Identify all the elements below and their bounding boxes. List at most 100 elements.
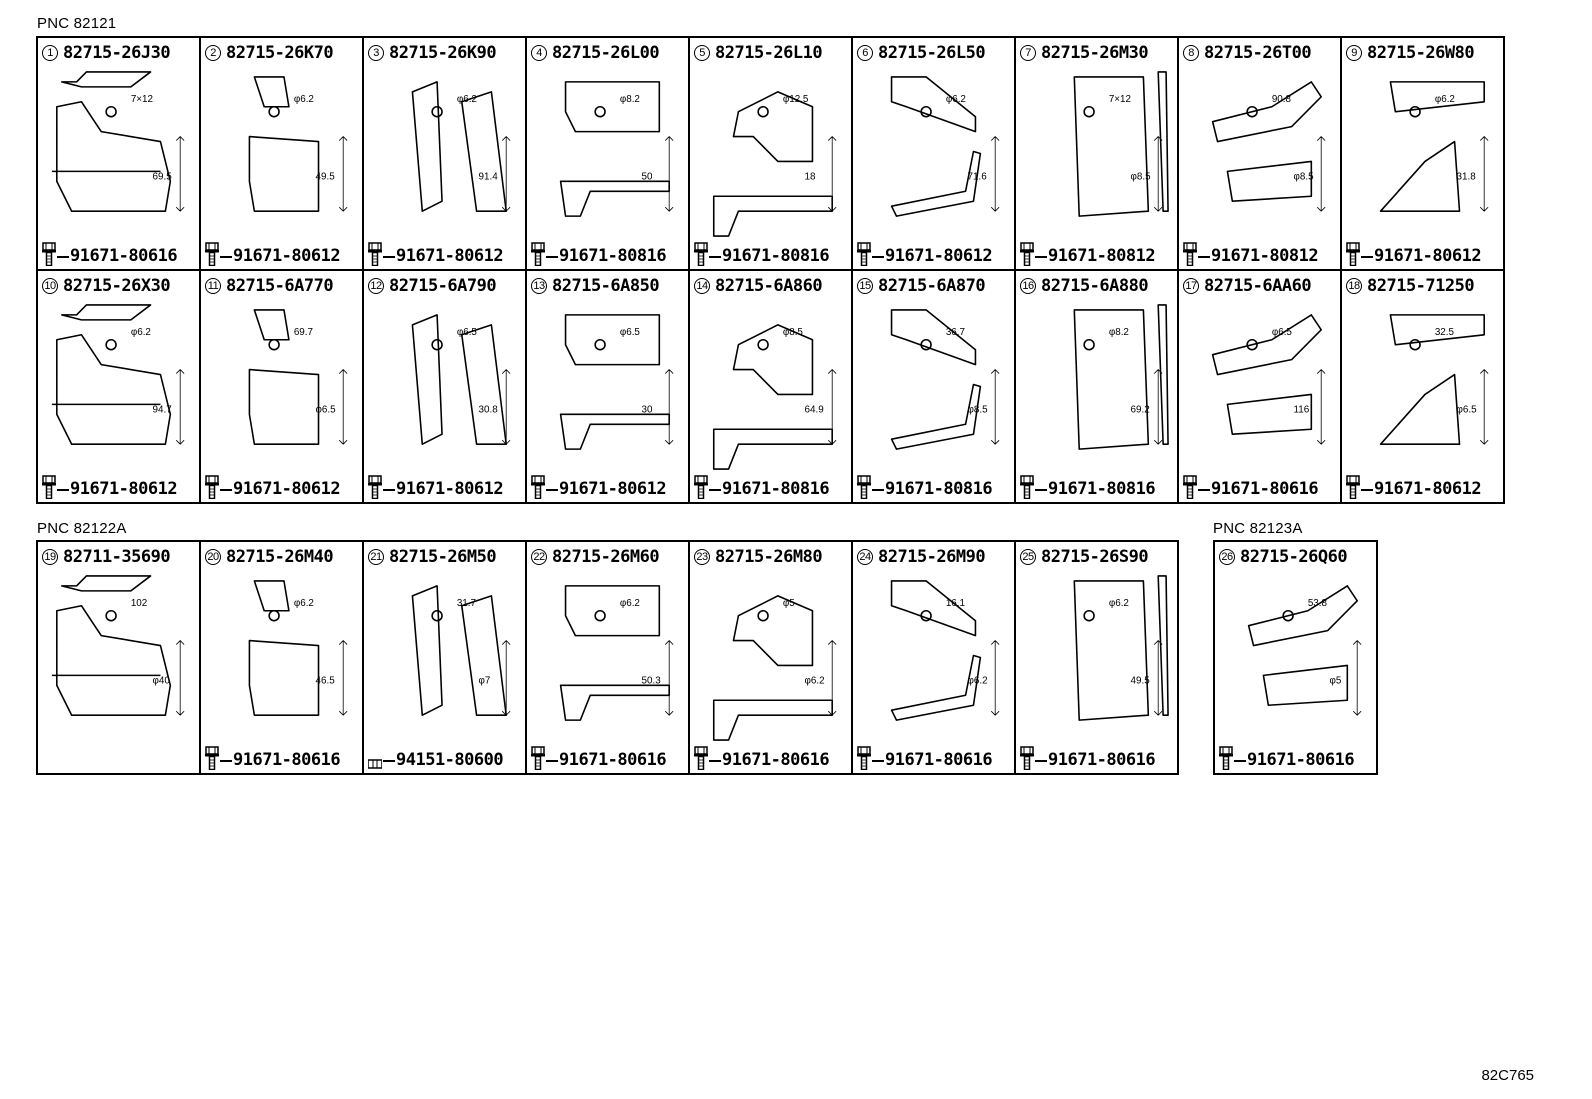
dimension-label: φ6.2 (805, 675, 825, 686)
callout-number: 25 (1020, 549, 1036, 565)
fastener-number: 91671-80616 (559, 750, 667, 770)
dimension-line (175, 136, 185, 212)
bracket-part-outline (564, 585, 661, 637)
part-number: 82715-26T00 (1204, 43, 1312, 63)
part-header: 9 82715-26W80 (1346, 43, 1475, 63)
dimension-label: 50 (642, 171, 653, 182)
dimension-label: 69.5 (153, 171, 173, 182)
bolt-icon (1020, 746, 1034, 770)
bolt-icon (531, 746, 545, 770)
fastener-row: 91671-80612 (368, 242, 504, 266)
bracket-part-outline (559, 413, 670, 450)
mounting-hole (757, 105, 769, 118)
part-header: 20 82715-26M40 (205, 547, 334, 567)
mounting-hole (594, 609, 606, 622)
callout-number: 20 (205, 549, 221, 565)
callout-number: 10 (42, 278, 58, 294)
bracket-part-outline (732, 91, 814, 163)
part-header: 21 82715-26M50 (368, 547, 497, 567)
bolt-icon (857, 242, 871, 266)
dimension-label: φ6.5 (620, 327, 641, 338)
callout-number: 23 (694, 549, 710, 565)
dimension-line (1316, 369, 1326, 445)
pnc-label-82123a: PNC 82123A (1213, 520, 1303, 537)
dimension-label: φ40 (153, 675, 171, 686)
dimension-line (990, 136, 1000, 212)
bracket-outline: 102 φ40 (51, 575, 185, 716)
dimension-label: 49.5 (1131, 675, 1151, 686)
mounting-hole (594, 105, 606, 118)
dimension-label: 31.7 (457, 598, 476, 609)
part-number: 82715-6A850 (552, 276, 660, 296)
fastener-number: 91671-80612 (396, 479, 504, 499)
bracket-part-outline (1262, 664, 1349, 707)
bracket-part-outline (248, 368, 320, 445)
mounting-hole (431, 609, 443, 622)
leader-line (1361, 256, 1373, 258)
leader-line (220, 760, 232, 762)
bracket-part-outline (60, 71, 152, 88)
dimension-label: φ6.2 (1435, 94, 1455, 105)
bracket-part-outline (1211, 314, 1322, 376)
dimension-label: φ6.5 (1457, 404, 1478, 415)
part-number: 82715-71250 (1367, 276, 1475, 296)
dimension-label: 16.1 (946, 598, 966, 609)
callout-number: 8 (1183, 45, 1199, 61)
callout-number: 26 (1219, 549, 1235, 565)
bracket-outline: φ6.294.7 (51, 304, 185, 445)
fastener-number: 91671-80612 (559, 479, 667, 499)
dimension-label: φ8.5 (783, 327, 804, 338)
dimension-line (501, 369, 511, 445)
fastener-row: 91671-80612 (531, 475, 667, 499)
dimension-label: 102 (131, 598, 147, 609)
part-number: 82715-26M50 (389, 547, 497, 567)
part-header: 11 82715-6A770 (205, 276, 334, 296)
mounting-hole (105, 338, 117, 351)
bracket-part-outline (60, 304, 152, 321)
part-header: 26 82715-26Q60 (1219, 547, 1348, 567)
dimension-label: φ6.2 (131, 327, 151, 338)
bracket-part-outline (559, 180, 670, 217)
bracket-outline: 69.7φ6.5 (248, 309, 348, 445)
dimension-line (338, 369, 348, 445)
dimension-line (338, 640, 348, 716)
fastener-row: 91671-80616 (1020, 746, 1156, 770)
dimension-line (990, 369, 1000, 445)
dimension-label: 46.5 (316, 675, 336, 686)
bracket-part-outline (411, 585, 443, 716)
mounting-hole (268, 105, 280, 118)
dimension-label: 7×12 (131, 94, 153, 105)
bracket-part-outline (890, 654, 982, 721)
